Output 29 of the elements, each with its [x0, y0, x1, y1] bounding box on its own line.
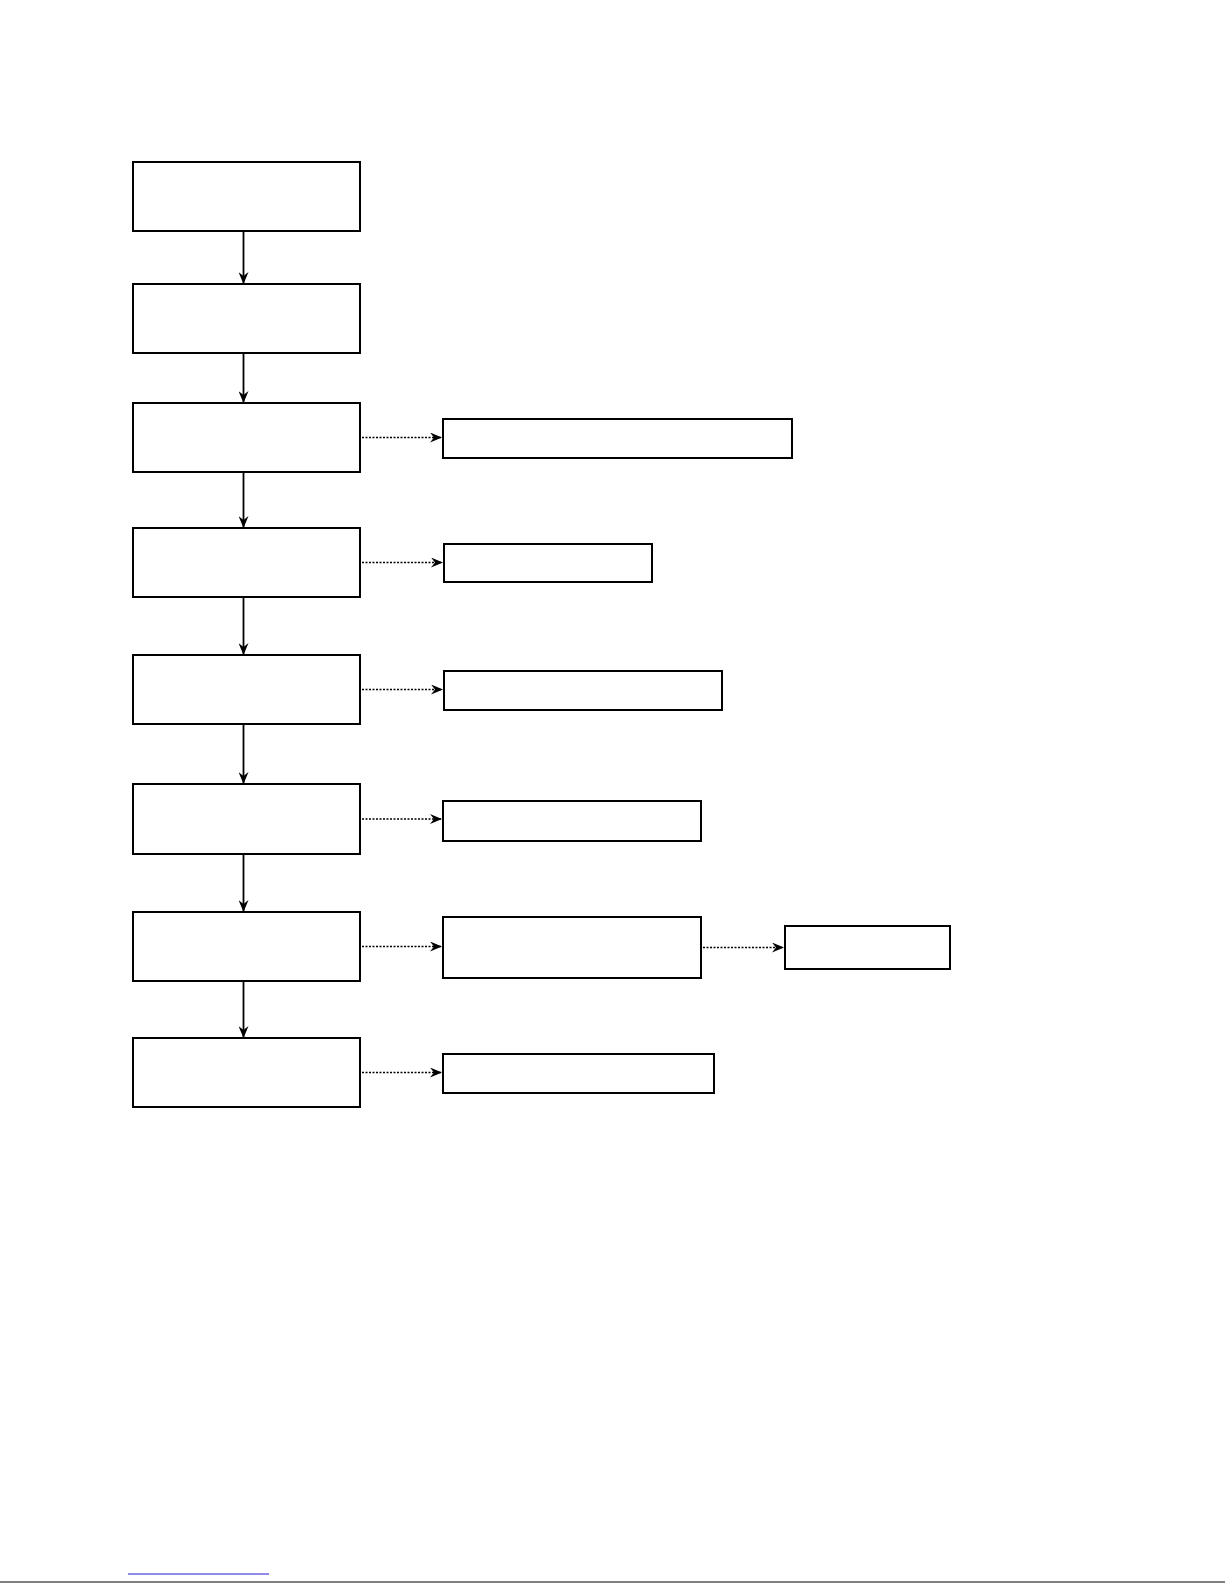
arrow — [238, 597, 249, 655]
arrow — [238, 231, 249, 284]
dotted-arrow — [361, 941, 442, 952]
process-box — [442, 1053, 715, 1094]
dotted-arrow — [361, 814, 442, 824]
arrow — [238, 472, 249, 528]
process-box — [443, 670, 723, 711]
process-box — [442, 800, 702, 842]
process-box — [132, 911, 361, 982]
process-box — [132, 402, 361, 473]
process-box — [132, 283, 361, 354]
process-box — [132, 654, 361, 725]
process-box — [442, 418, 793, 459]
process-box — [132, 527, 361, 598]
process-box — [132, 783, 361, 855]
dotted-arrow — [361, 1067, 442, 1078]
dotted-arrow — [702, 942, 784, 953]
process-box — [443, 543, 653, 583]
process-box — [132, 1037, 361, 1108]
dotted-arrow — [361, 684, 443, 695]
arrow — [238, 981, 249, 1038]
arrow — [238, 353, 249, 403]
process-box — [442, 916, 702, 979]
process-box — [132, 161, 361, 232]
arrow — [238, 724, 249, 784]
dotted-arrow — [361, 557, 443, 568]
dotted-arrow — [361, 432, 442, 443]
arrow — [238, 854, 249, 912]
process-box — [784, 925, 951, 970]
